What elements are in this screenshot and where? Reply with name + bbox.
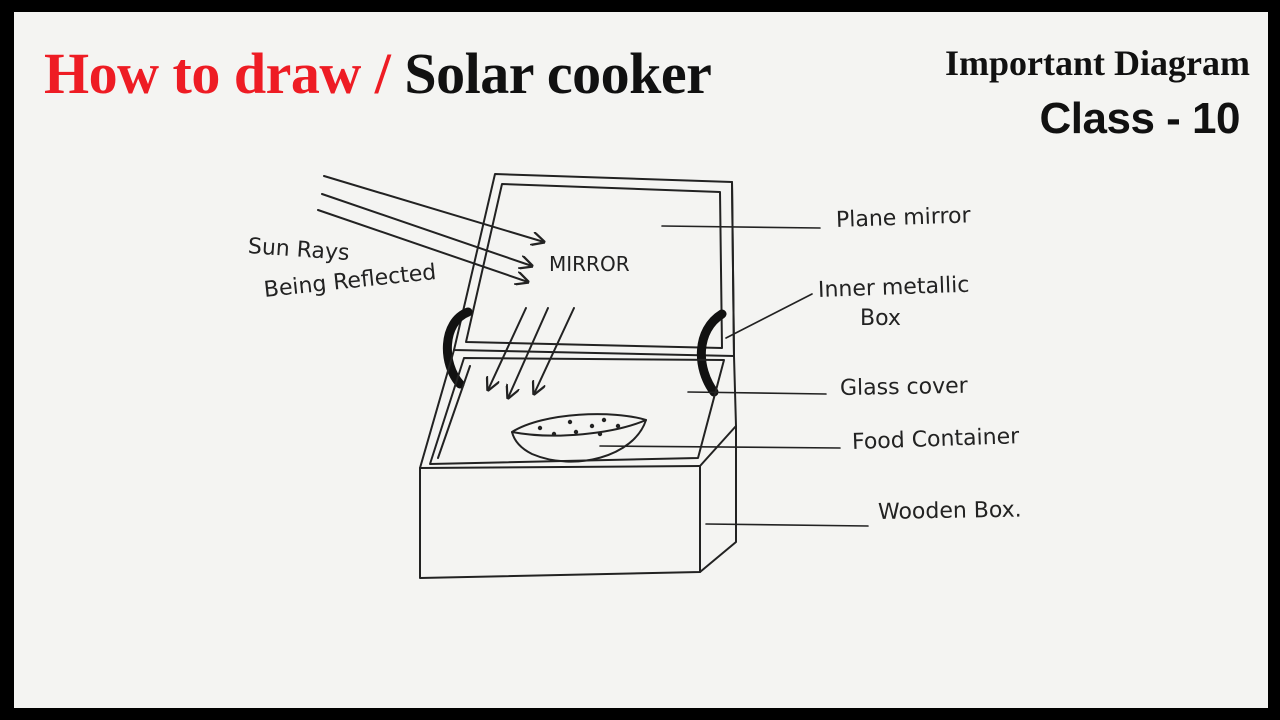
mirror-text: MIRROR <box>549 252 630 276</box>
title-black-part: Solar cooker <box>404 41 712 106</box>
label-glass-cover: Glass cover <box>839 373 968 401</box>
label-inner-metallic-box-line1: Inner metallic <box>817 272 970 303</box>
reflected-rays <box>488 307 575 398</box>
left-handle <box>443 307 473 389</box>
wooden-box <box>419 349 737 579</box>
solar-cooker-diagram <box>317 173 869 579</box>
page-title: How to draw / Solar cooker <box>44 40 712 107</box>
title-red-part: How to draw / <box>44 41 405 106</box>
subtitle-important-diagram: Important Diagram <box>945 43 1250 83</box>
paper-sheet: How to draw / Solar cooker Important Dia… <box>14 12 1268 708</box>
label-wooden-box: Wooden Box. <box>877 497 1022 525</box>
right-handle <box>697 309 727 397</box>
leader-lines <box>599 225 869 527</box>
class-label: Class - 10 <box>1039 94 1241 143</box>
label-inner-metallic-box-line2: Box <box>860 306 901 331</box>
incoming-sun-rays <box>317 175 544 282</box>
food-container-bowl <box>511 413 647 463</box>
label-plane-mirror: Plane mirror <box>835 203 971 233</box>
inner-metallic-box <box>429 357 725 465</box>
